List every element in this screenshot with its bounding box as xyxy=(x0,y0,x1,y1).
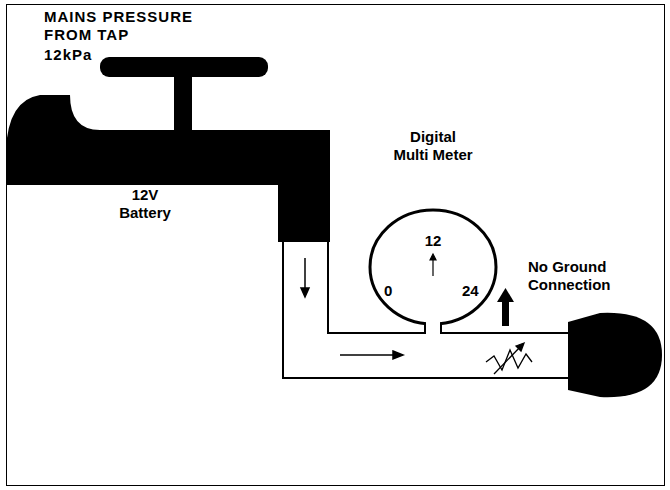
up-arrow xyxy=(497,288,514,326)
gauge-needle xyxy=(430,254,436,276)
scale-number: 12 xyxy=(418,232,448,250)
node-heading: Digital Multi Meter xyxy=(393,128,473,164)
gauge-dial xyxy=(370,210,496,324)
pressure-value: 12kPa xyxy=(44,46,144,64)
node-label: 12V Battery xyxy=(105,186,185,222)
gauge-neck xyxy=(426,318,440,335)
nozzle xyxy=(568,313,662,397)
flow-arrows xyxy=(301,258,403,359)
tap-body xyxy=(6,95,330,242)
note-label: No Ground Connection xyxy=(528,258,628,294)
tap xyxy=(6,57,330,242)
frame xyxy=(7,5,665,486)
scale-number: 0 xyxy=(384,282,404,300)
resistor-symbol xyxy=(486,343,532,374)
meter-gauge: Digital Multi Meter12024 xyxy=(370,210,496,324)
battery-tap: 12V Battery xyxy=(95,186,195,230)
tap-stem xyxy=(174,70,192,136)
heading-label: MAINS PRESSURE FROM TAP xyxy=(44,8,244,44)
scale-number: 24 xyxy=(462,282,488,300)
